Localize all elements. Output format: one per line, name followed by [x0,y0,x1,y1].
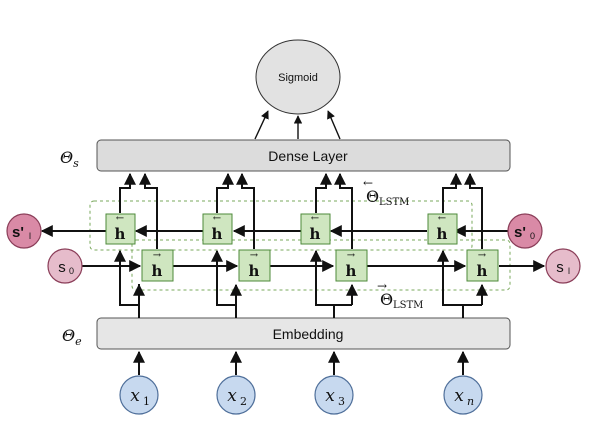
embedding-layer [96,317,511,350]
svg-text:h: h [437,225,448,243]
svg-text:h: h [152,262,163,280]
svg-text:x: x [325,386,335,406]
svg-text:s: s [58,259,66,276]
backward-cell-2: ← h [202,213,233,245]
svg-text:3: 3 [338,395,345,408]
backward-cell-3: ← h [300,213,331,245]
sigmoid-node [255,39,341,115]
forward-cell-1: → h [141,249,174,282]
svg-text:l: l [568,266,570,276]
svg-text:s': s' [514,224,526,241]
dense-layer [96,139,511,172]
svg-text:←: ← [116,213,124,224]
svg-text:0: 0 [69,266,74,276]
svg-text:h: h [249,262,260,280]
forward-cell-4: → h [466,249,499,282]
svg-text:h: h [115,225,126,243]
forward-cell-3: → h [335,249,368,282]
svg-text:h: h [212,225,223,243]
svg-text:h: h [310,225,321,243]
input-x1: x 1 [119,375,159,415]
svg-text:→: → [478,250,487,261]
sigmoid-label: Sigmoid [278,72,318,84]
dense-layer-label: Dense Layer [268,148,348,164]
svg-text:h: h [346,262,357,280]
backward-cell-1: ← h [105,213,136,245]
dense-to-sigmoid-arrows [254,110,341,140]
forward-lstm-label: Θ → LSTM [377,279,423,311]
svg-text:LSTM: LSTM [379,197,409,208]
svg-text:s': s' [12,224,24,241]
state-s-l: s l [545,248,581,284]
input-x2: x 2 [216,375,256,415]
svg-text:→: → [153,250,162,261]
svg-text:0: 0 [530,231,535,241]
state-s-0: s 0 [47,248,83,284]
svg-text:LSTM: LSTM [393,300,423,311]
svg-text:s: s [556,259,564,276]
svg-text:←: ← [213,213,221,224]
input-xn: x n [443,375,483,415]
svg-text:Θ: Θ [366,187,379,206]
svg-text:Θ: Θ [380,290,393,309]
backward-cell-4: ← h [427,213,458,245]
svg-text:→: → [250,250,259,261]
svg-text:l: l [29,231,31,241]
svg-text:n: n [467,395,474,408]
backward-lstm-label: Θ ← LSTM [363,176,409,208]
input-arrows [133,350,469,375]
backward-lstm-group [89,200,473,251]
svg-text:2: 2 [240,395,247,408]
svg-text:x: x [454,386,464,406]
svg-text:x: x [130,386,140,406]
svg-text:←: ← [363,176,373,190]
svg-text:x: x [227,386,237,406]
embedding-label: Embedding [273,326,344,342]
state-s-prime-0: s' 0 [507,213,543,249]
svg-text:h: h [477,262,488,280]
svg-text:→: → [347,250,356,261]
forward-cell-2: → h [238,249,271,282]
theta-e-label: Θe [62,326,82,348]
svg-text:1: 1 [143,395,150,408]
state-s-prime-l: s' l [6,213,42,249]
input-x3: x 3 [314,375,354,415]
svg-text:→: → [377,279,387,293]
theta-s-label: Θs [60,148,79,170]
svg-text:←: ← [438,213,446,224]
vertical-connections [114,172,488,318]
svg-text:←: ← [311,213,319,224]
